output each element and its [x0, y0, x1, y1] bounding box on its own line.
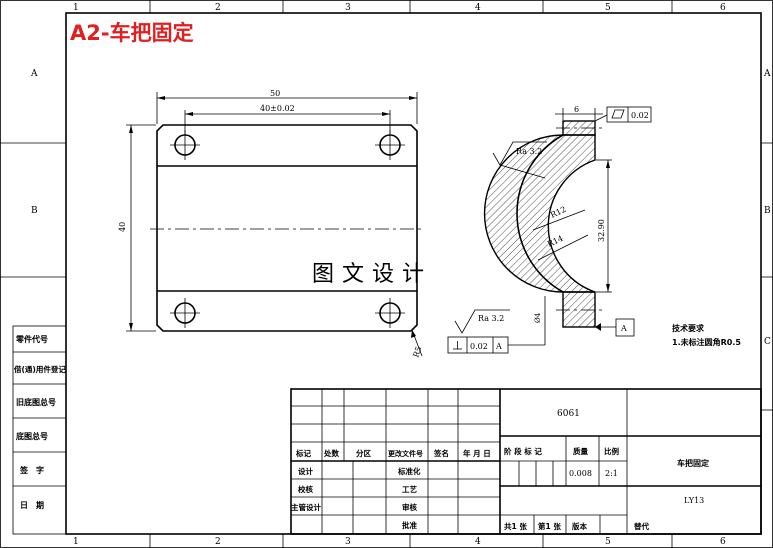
mounting-hole [375, 298, 405, 328]
col-label: 3 [345, 537, 351, 547]
tb-rev-header: 处数 [323, 448, 339, 458]
column-labels-top: 1 2 3 4 5 6 [73, 3, 726, 13]
tb-stage-header: 阶 段 标 记 [504, 446, 542, 456]
flatness-value: 0.02 [631, 111, 649, 120]
dim-overall-width: 50 [270, 89, 280, 98]
col-label: 4 [475, 3, 481, 13]
tb-replace: 替代 [634, 521, 649, 531]
col-label: 2 [215, 3, 221, 13]
tb-material: 6061 [557, 409, 580, 419]
col-label: 1 [73, 537, 79, 547]
tb-role: 批准 [402, 520, 417, 530]
roughness-top: Ra 3.2 [516, 147, 542, 156]
row-label: A [763, 69, 771, 79]
dim-hole-spacing: 40±0.02 [260, 104, 295, 113]
row-label: B [31, 206, 38, 216]
strip-label: 借(通)用件登记 [13, 364, 66, 374]
title-block: 6061 标记 处数 分区 更改文件号 签名 年 月 日 设计 校核 主管设计 … [290, 388, 762, 535]
col-label: 5 [605, 537, 611, 547]
strip-label: 日 期 [20, 500, 44, 510]
datum-label: A [620, 324, 627, 333]
tb-weight-header: 质量 [573, 446, 588, 456]
strip-label: 旧底图总号 [16, 397, 56, 407]
tb-rev-header: 年 月 日 [463, 448, 491, 458]
perp-value: 0.02 [470, 342, 488, 351]
drawing-title: A2-车把固定 [70, 21, 194, 45]
tb-sheets-total: 共1 张 [504, 521, 527, 531]
dim-chamfer: R5 [411, 345, 423, 359]
mounting-hole [170, 298, 200, 328]
tb-rev-header: 分区 [356, 448, 371, 458]
dim-height: 40 [118, 222, 127, 232]
tb-rev-header: 标记 [295, 448, 311, 458]
col-label: 6 [720, 3, 726, 13]
tb-sheet-no: 第1 张 [538, 521, 561, 531]
tb-version: 版本 [571, 521, 587, 531]
col-label: 3 [345, 3, 351, 13]
col-label: 4 [475, 537, 481, 547]
col-label: 6 [720, 537, 726, 547]
column-labels-bottom: 1 2 3 4 5 6 [73, 537, 726, 547]
tb-weight: 0.008 [569, 469, 592, 478]
tb-role: 工艺 [402, 484, 417, 494]
tb-role: 设计 [298, 466, 313, 476]
strip-label: 签 字 [19, 465, 44, 475]
mounting-hole [375, 130, 405, 160]
notes-heading: 技术要求 [672, 323, 705, 333]
strip-label: 底图总号 [15, 431, 48, 441]
row-label: C [764, 337, 771, 347]
tb-drawing-no: LY13 [684, 496, 704, 505]
left-strip-table: 零件代号 借(通)用件登记 旧底图总号 底图总号 签 字 日 期 [12, 325, 67, 535]
tb-part-name: 车把固定 [677, 458, 709, 468]
tb-rev-header: 签名 [433, 448, 449, 458]
dim-wall-thickness: 6 [574, 105, 579, 114]
section-view: 6 0.02 Ra 3.2 R12 R14 32.90 Ø4 A Ra [447, 105, 652, 354]
col-label: 2 [215, 537, 221, 547]
tb-scale: 2:1 [605, 469, 618, 478]
tb-rev-header: 更改文件号 [388, 449, 423, 458]
row-labels: A B A B C [30, 69, 771, 347]
dim-hole-dia: Ø4 [534, 312, 542, 323]
dim-chord: 32.90 [597, 219, 606, 242]
col-label: 5 [605, 3, 611, 13]
row-label: B [764, 206, 771, 216]
tb-scale-header: 比例 [604, 446, 619, 456]
tb-role: 主管设计 [291, 502, 321, 512]
mounting-hole [170, 130, 200, 160]
tb-role: 标准化 [397, 466, 421, 476]
plan-view: 50 40±0.02 40 R5 [118, 89, 424, 359]
col-label: 1 [73, 3, 79, 13]
row-label: A [30, 69, 38, 79]
tb-role: 校核 [298, 484, 313, 494]
watermark-text: 图文设计 [312, 262, 432, 287]
strip-label: 零件代号 [15, 334, 48, 344]
perp-datum: A [495, 342, 502, 351]
roughness-bottom: Ra 3.2 [478, 314, 504, 323]
tb-role: 审核 [402, 502, 417, 512]
notes-line: 1.未标注圆角R0.5 [672, 337, 741, 347]
